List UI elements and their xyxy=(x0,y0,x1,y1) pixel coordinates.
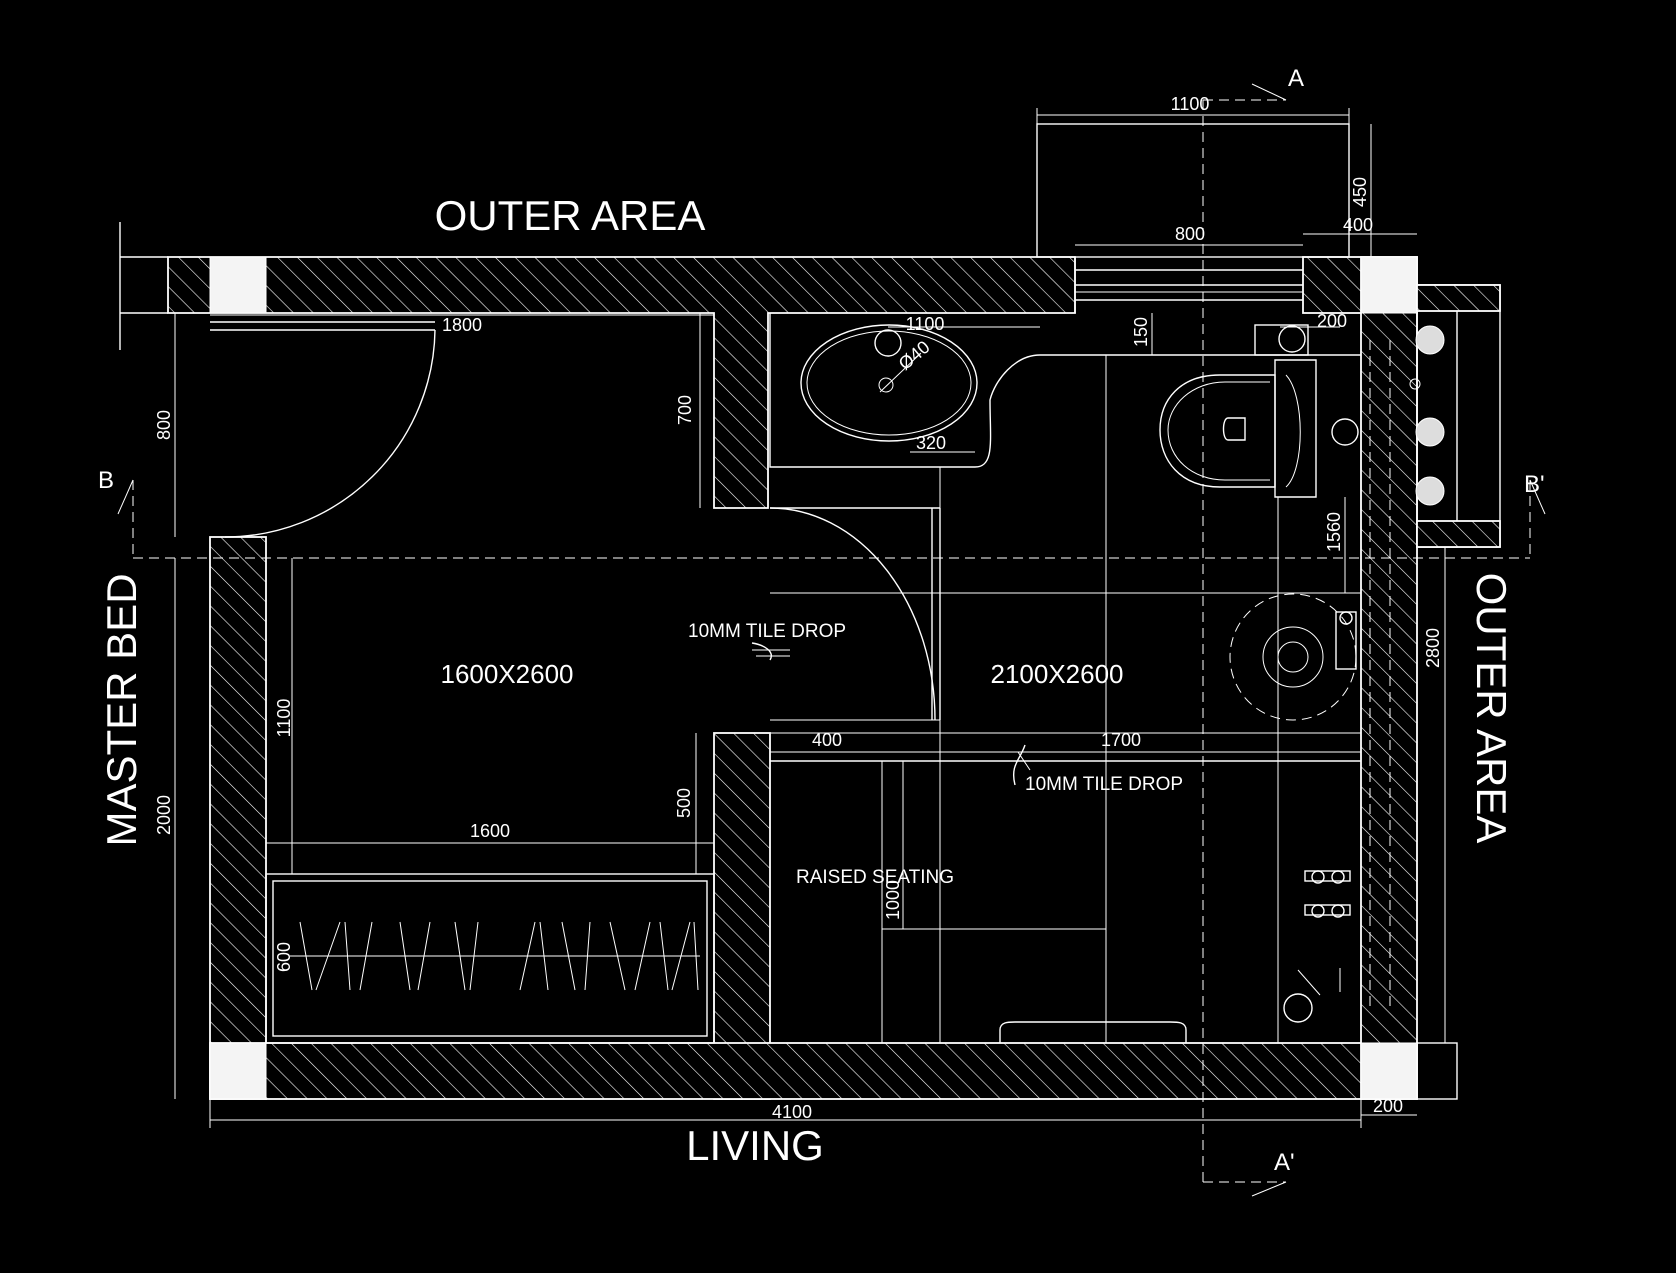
column-bottom-right xyxy=(1360,1042,1418,1100)
label-outer-area-right: OUTER AREA xyxy=(1468,573,1515,844)
wall-divider-lower xyxy=(713,732,771,1100)
dim-1800: 1800 xyxy=(442,315,482,335)
tile-drop-symbol-1 xyxy=(751,642,790,661)
dim-800-top: 800 xyxy=(1175,224,1205,244)
label-room-left: 1600X2600 xyxy=(440,659,573,689)
vanity-counter xyxy=(769,313,1361,468)
door-master-bed xyxy=(210,321,436,538)
label-raised-seating: RAISED SEATING xyxy=(796,867,954,888)
tile-grid xyxy=(770,355,1361,1043)
column-top-left xyxy=(209,256,267,314)
toilet xyxy=(1159,324,1359,498)
label-tile-drop-1: 10MM TILE DROP xyxy=(688,621,846,642)
label-tile-drop-2: 10MM TILE DROP xyxy=(1025,774,1183,795)
dim-700: 700 xyxy=(675,395,695,425)
dim-400-top: 400 xyxy=(1343,215,1373,235)
dim-1100-basin: 1100 xyxy=(906,314,945,334)
dim-200-bottom: 200 xyxy=(1373,1096,1403,1116)
label-living: LIVING xyxy=(686,1122,824,1169)
dim-200-top: 200 xyxy=(1317,311,1347,331)
grab-bar xyxy=(999,1021,1187,1043)
dim-1560: 1560 xyxy=(1324,512,1344,552)
wall-right xyxy=(1360,256,1418,1100)
dim-600: 600 xyxy=(274,942,294,972)
dim-800-left: 800 xyxy=(154,410,174,440)
section-marker-b-prime: B' xyxy=(1524,471,1545,498)
door-bathroom xyxy=(769,507,941,721)
dim-1000: 1000 xyxy=(883,880,903,920)
dim-1700: 1700 xyxy=(1101,730,1141,750)
shower-mixer xyxy=(1283,870,1351,1023)
section-marker-a-prime: A' xyxy=(1274,1149,1295,1176)
section-line-b xyxy=(117,479,1546,559)
label-room-right: 2100X2600 xyxy=(990,659,1123,689)
fixtures-right-wall xyxy=(1369,325,1445,1010)
dim-400-mid: 400 xyxy=(812,730,842,750)
column-bottom-left xyxy=(209,1042,267,1100)
dim-320: 320 xyxy=(916,433,946,453)
wall-top-left xyxy=(167,256,1076,509)
section-line-a xyxy=(1202,83,1287,1197)
shower-drain xyxy=(1229,593,1357,721)
dim-500: 500 xyxy=(674,788,694,818)
duct-box xyxy=(1036,123,1350,258)
ledge-bottom-right xyxy=(1416,1042,1458,1100)
dim-1100-left: 1100 xyxy=(274,699,294,738)
column-top-right xyxy=(1360,256,1418,314)
label-master-bed: MASTER BED xyxy=(98,573,145,846)
tile-drop-symbol-2 xyxy=(1013,744,1031,786)
dimension-lines xyxy=(119,108,1446,1128)
wall-bottom xyxy=(209,1042,1418,1100)
section-marker-b: B xyxy=(98,467,114,494)
wall-left xyxy=(209,536,267,1100)
wardrobe xyxy=(265,873,715,1044)
dim-1600: 1600 xyxy=(470,821,510,841)
walls xyxy=(167,256,1458,1100)
dim-2000: 2000 xyxy=(154,795,174,835)
dim-2800: 2800 xyxy=(1423,628,1443,668)
dim-150: 150 xyxy=(1131,317,1151,347)
window-top xyxy=(1074,257,1303,313)
dim-1100-top: 1100 xyxy=(1171,94,1210,114)
dim-4100: 4100 xyxy=(772,1102,812,1122)
planter-box-right xyxy=(1416,284,1501,548)
label-outer-area-top: OUTER AREA xyxy=(435,192,706,239)
section-marker-a: A xyxy=(1288,65,1304,92)
dim-450: 450 xyxy=(1350,177,1370,207)
